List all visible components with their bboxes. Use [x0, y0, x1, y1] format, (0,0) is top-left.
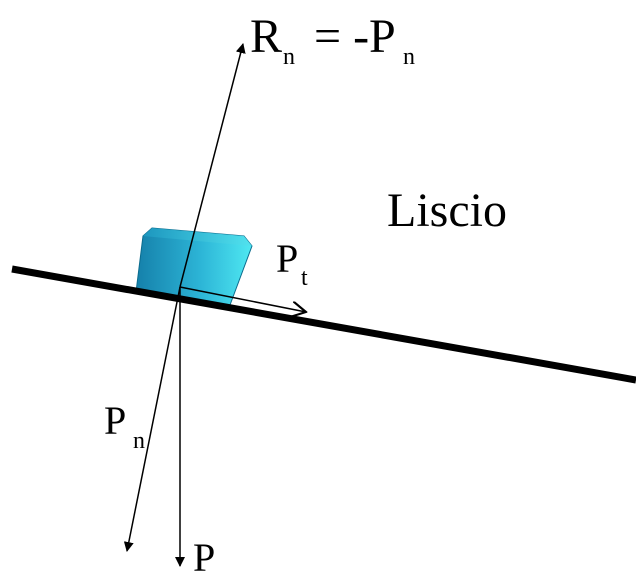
reaction-label-main: R: [250, 10, 282, 63]
tangential-component-arrow: [179, 286, 306, 312]
weight-label: P: [193, 535, 215, 576]
tangential-label-sub: t: [301, 265, 308, 291]
reaction-label-equation-sub: n: [403, 44, 415, 70]
reaction-label-sub: n: [283, 44, 295, 70]
tangential-label-main: P: [276, 236, 298, 281]
reaction-label-equation: = -P: [314, 10, 396, 63]
block-top-face: [143, 228, 252, 246]
normal-label-main: P: [104, 398, 126, 443]
reaction-force-arrow: [179, 43, 246, 288]
normal-label-sub: n: [133, 428, 145, 454]
surface-label: Liscio: [387, 184, 507, 237]
inclined-plane: [11, 265, 636, 384]
normal-component-arrow: [123, 286, 181, 552]
